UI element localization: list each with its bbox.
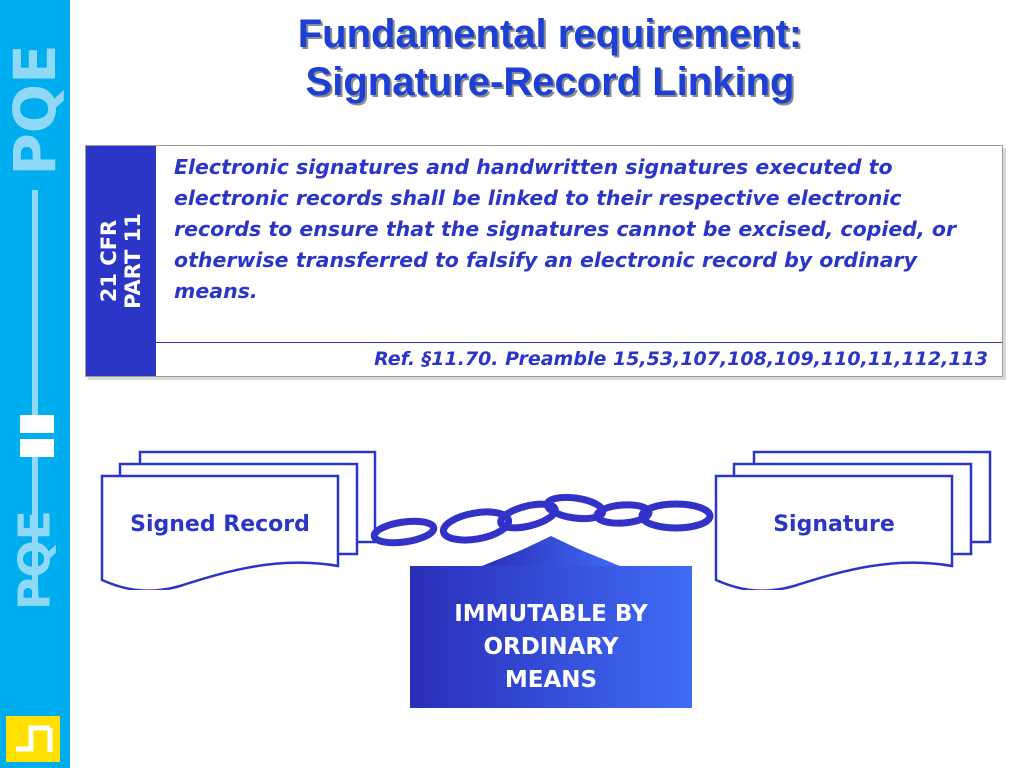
regulation-box: 21 CFR PART 11 Electronic signatures and… xyxy=(85,145,1003,377)
regulation-label-line-1: 21 CFR xyxy=(97,219,121,303)
title-line-1: Fundamental requirement: xyxy=(297,12,803,56)
signature-document: Signature xyxy=(714,450,994,590)
title-line-2: Signature-Record Linking xyxy=(305,60,795,104)
regulation-reference: Ref. §11.70. Preamble 15,53,107,108,109,… xyxy=(374,348,988,370)
logo-icon xyxy=(6,716,60,762)
document-stack-icon xyxy=(100,450,377,590)
regulation-label-line-2: PART 11 xyxy=(121,213,145,309)
arrow-text-line-2: ORDINARY xyxy=(483,634,619,660)
regulation-quote: Electronic signatures and handwritten si… xyxy=(174,155,957,303)
signed-record-document: Signed Record xyxy=(100,450,380,590)
arrow-text-line-3: MEANS xyxy=(504,667,598,693)
quote-divider xyxy=(156,342,1002,343)
regulation-label: 21 CFR PART 11 xyxy=(86,146,156,376)
side-brand-letters: PQE xyxy=(1,44,69,176)
slide-title: Fundamental requirement: Signature-Recor… xyxy=(90,10,1010,106)
chain-link-icon xyxy=(370,493,714,547)
signed-record-label: Signed Record xyxy=(130,512,310,537)
side-logo-letters: PQE xyxy=(9,510,61,610)
immutable-arrow xyxy=(410,536,692,708)
regulation-label-text: 21 CFR PART 11 xyxy=(97,213,145,309)
document-stack-icon xyxy=(714,450,992,590)
immutable-arrow-text: IMMUTABLE BY ORDINARY MEANS xyxy=(410,598,692,697)
side-band: PQE PQE xyxy=(0,0,70,768)
side-band-block-bar xyxy=(20,433,54,439)
side-band-line xyxy=(32,190,38,600)
signature-label: Signature xyxy=(773,512,895,537)
arrow-text-line-1: IMMUTABLE BY xyxy=(454,601,648,627)
